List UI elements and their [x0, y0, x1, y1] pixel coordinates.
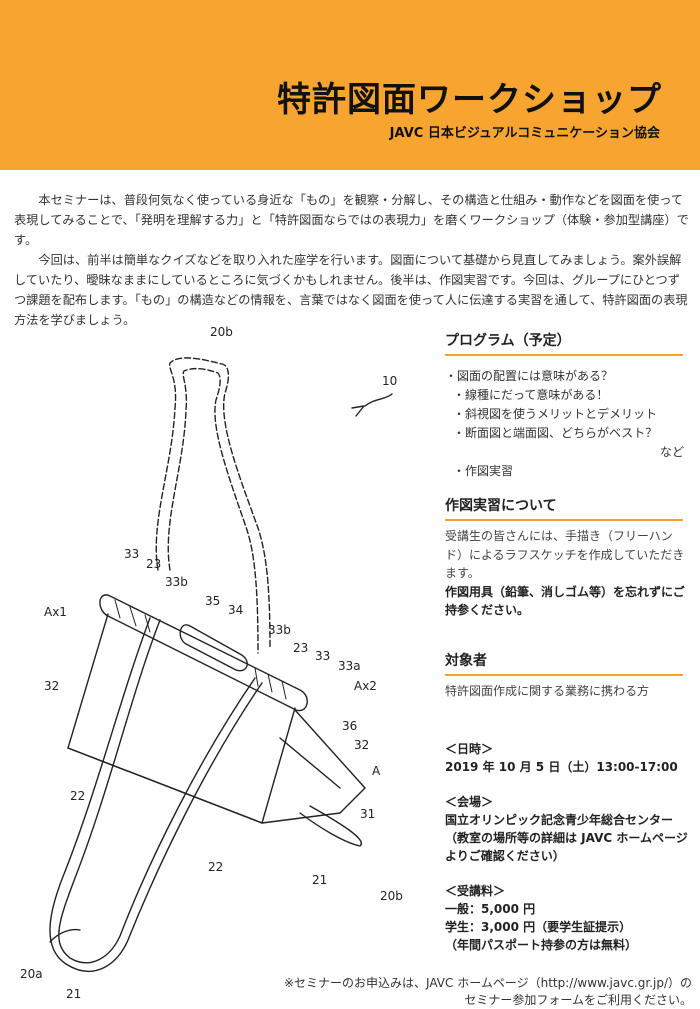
drawing-labels: 20b 10 33 23 33b 35 Ax1 34 33b 23 33 33a… — [20, 325, 403, 1001]
label-20b-bottom: 20b — [380, 889, 403, 903]
application-note-line: セミナー参加フォームをご利用ください。 — [464, 993, 692, 1007]
intro-text: 本セミナーは、普段何気なく使っている身近な「もの」を観察・分解し、その構造と仕組… — [14, 190, 690, 330]
datetime-block: ＜日時＞ 2019 年 10 月 5 日（土）13:00-17:00 — [445, 740, 695, 776]
label-33b-left: 33b — [165, 575, 188, 589]
label-23-left: 23 — [146, 557, 161, 571]
label-20b-top: 20b — [210, 325, 233, 339]
venue-note: （教室の場所等の詳細は JAVC ホームページ — [445, 831, 688, 845]
program-etc: など — [659, 445, 684, 459]
label-32-right: 32 — [354, 738, 369, 752]
label-ax1: Ax1 — [44, 605, 67, 619]
practice-text: 受講生の皆さんには、手描き（フリーハンド）によるラフスケッチを作成していただきま… — [445, 527, 690, 620]
datetime-value: 2019 年 10 月 5 日（土）13:00-17:00 — [445, 760, 678, 774]
datetime-label: ＜日時＞ — [445, 742, 494, 756]
program-item: ・作図実習 — [453, 464, 514, 478]
practice-description: 受講生の皆さんには、手描き（フリーハンド）によるラフスケッチを作成していただきま… — [445, 529, 685, 580]
program-item: ・図面の配置には意味がある？ — [445, 369, 614, 383]
back-wire-lower — [299, 805, 363, 847]
application-note-line: ※セミナーのお申込みは、JAVC ホームページ（http://www.javc.… — [283, 976, 692, 990]
fee-general: 一般：5,000 円 — [445, 902, 536, 916]
header-banner: 特許図面ワークショップ JAVC 日本ビジュアルコミュニケーション協会 — [0, 0, 700, 170]
label-ax2: Ax2 — [354, 679, 377, 693]
right-plate — [261, 709, 366, 824]
audience-heading: 対象者 — [445, 650, 683, 676]
page-title: 特許図面ワークショップ — [277, 80, 662, 120]
venue-label: ＜会場＞ — [445, 795, 494, 809]
label-33a: 33a — [338, 659, 361, 673]
spine-piece — [179, 624, 248, 672]
binder-clip-drawing: 20b 10 33 23 33b 35 Ax1 34 33b 23 33 33a… — [20, 325, 403, 1001]
fee-student: 学生：3,000 円（要学生証提示） — [445, 920, 632, 934]
practice-bring-notice: 作図用具（鉛筆、消しゴム等）を忘れずにご持参ください。 — [445, 584, 685, 618]
program-item: ・断面図と端面図、どちらがベスト？ — [453, 426, 658, 440]
program-list: ・図面の配置には意味がある？ ・線種にだって意味がある！ ・斜視図を使うメリット… — [445, 367, 690, 481]
label-33-right: 33 — [315, 649, 330, 663]
front-handle-outer — [58, 619, 256, 964]
label-21-right: 21 — [312, 873, 327, 887]
label-31: 31 — [360, 807, 375, 821]
practice-heading: 作図実習について — [445, 495, 683, 521]
label-32-left: 32 — [44, 679, 59, 693]
front-handle-inner — [49, 617, 263, 972]
label-33b-right: 33b — [268, 623, 291, 637]
label-22-left: 22 — [70, 789, 85, 803]
label-34: 34 — [228, 603, 243, 617]
label-20a: 20a — [20, 967, 43, 981]
front-tube — [99, 594, 308, 712]
back-handle-inner — [167, 367, 259, 654]
fee-label: ＜受講料＞ — [445, 884, 506, 898]
application-note: ※セミナーのお申込みは、JAVC ホームページ（http://www.javc.… — [272, 975, 692, 1009]
intro-paragraph-2: 今回は、前半は簡単なクイズなどを取り入れた座学を行います。図面について基礎から見… — [14, 253, 688, 327]
organization-name: JAVC 日本ビジュアルコミュニケーション協会 — [389, 126, 660, 141]
fee-block: ＜受講料＞ 一般：5,000 円 学生：3,000 円（要学生証提示） （年間パ… — [445, 882, 695, 954]
intro-paragraph-1: 本セミナーは、普段何気なく使っている身近な「もの」を観察・分解し、その構造と仕組… — [14, 193, 689, 247]
label-21-bottom: 21 — [66, 987, 81, 1001]
program-item: ・斜視図を使うメリットとデメリット — [453, 407, 658, 421]
back-handle-outer — [155, 357, 271, 649]
program-heading: プログラム（予定） — [445, 330, 683, 356]
label-10: 10 — [382, 374, 397, 388]
fee-pass: （年間パスポート持参の方は無料） — [445, 938, 638, 952]
label-36: 36 — [342, 719, 357, 733]
label-22-bottom: 22 — [208, 860, 223, 874]
label-35: 35 — [205, 594, 220, 608]
label-a: A — [372, 764, 381, 778]
venue-name: 国立オリンピック記念青少年総合センター — [445, 813, 674, 827]
venue-note: よりご確認ください） — [445, 849, 565, 863]
label-23-right: 23 — [293, 641, 308, 655]
program-item: ・線種にだって意味がある！ — [453, 388, 609, 402]
audience-text: 特許図面作成に関する業務に携わる方 — [445, 684, 650, 698]
venue-block: ＜会場＞ 国立オリンピック記念青少年総合センター （教室の場所等の詳細は JAV… — [445, 793, 695, 865]
label-33-left: 33 — [124, 547, 139, 561]
